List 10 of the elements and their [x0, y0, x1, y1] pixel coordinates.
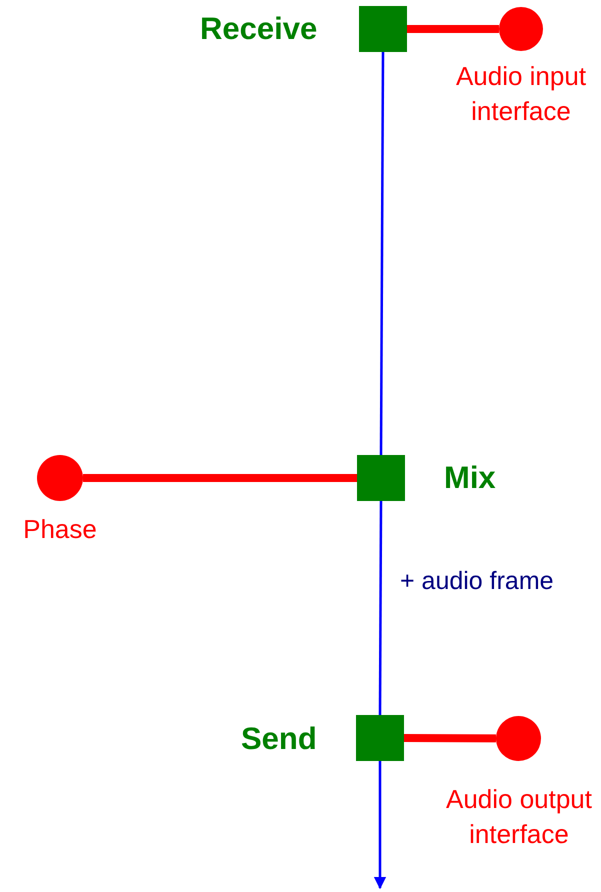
connector-line — [83, 474, 357, 482]
port-label: Audio output interface — [444, 783, 593, 851]
connector-line — [407, 25, 499, 33]
port-label: Audio input interface — [454, 60, 588, 128]
process-label: Mix — [444, 461, 496, 496]
connector-line — [404, 734, 496, 742]
process-label: Send — [241, 722, 317, 756]
flow-arrow — [374, 761, 386, 890]
process-label: Receive — [200, 12, 318, 46]
port-label: Phase — [22, 513, 98, 546]
